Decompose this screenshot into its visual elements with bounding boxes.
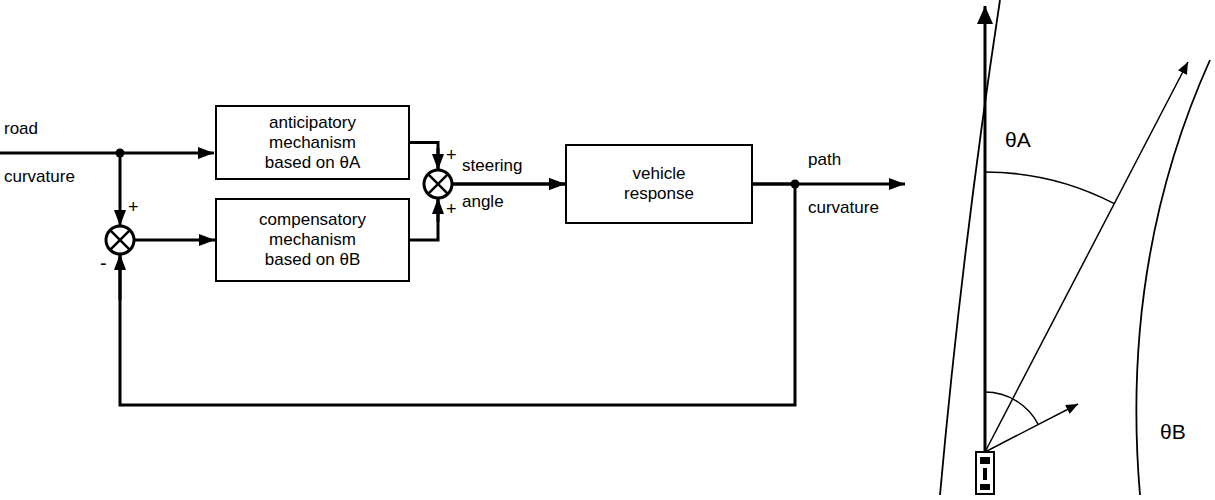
input-line — [0, 152, 214, 155]
junction-cross — [110, 230, 130, 250]
junction-cross — [110, 230, 130, 250]
branch-dot — [791, 180, 800, 189]
road-edge — [940, 0, 1000, 495]
car-driver — [983, 468, 987, 480]
car-body — [976, 452, 994, 494]
sign-mark: - — [100, 252, 107, 274]
summing-junction — [424, 170, 452, 198]
near-point-ray — [985, 404, 1078, 452]
angle-arc — [985, 172, 1114, 204]
angle-label: θA — [1005, 128, 1031, 152]
output-line — [752, 183, 905, 186]
signal-name: steering angle — [462, 148, 544, 220]
angle-arc — [985, 392, 1038, 425]
input-head — [437, 198, 440, 222]
far-point-ray — [985, 62, 1188, 452]
box-text: compensatory mechanism based on θB — [250, 210, 375, 270]
process-box: compensatory mechanism based on θB — [215, 198, 410, 282]
junction-cross — [428, 174, 448, 194]
input-branch — [119, 153, 122, 226]
process-box: anticipatory mechanism based on θA — [215, 105, 410, 180]
box-text: vehicle response — [609, 164, 709, 204]
sign-mark: + — [128, 196, 139, 218]
process-box: vehicle response — [565, 144, 753, 224]
angle-label: θB — [1160, 420, 1186, 444]
car-window — [980, 484, 990, 490]
feedback-head — [119, 254, 122, 300]
car-window — [980, 457, 990, 464]
summing-junction — [106, 226, 134, 254]
input-head — [437, 148, 440, 170]
sign-mark: + — [446, 144, 457, 166]
signal-name: path curvature — [808, 136, 900, 232]
box-text: anticipatory mechanism based on θA — [250, 113, 375, 173]
road-edge — [1136, 60, 1210, 495]
signal-name: road curvature — [4, 105, 96, 201]
sign-mark: + — [446, 198, 457, 220]
junction-cross — [428, 174, 448, 194]
heading-arrow — [984, 6, 987, 452]
